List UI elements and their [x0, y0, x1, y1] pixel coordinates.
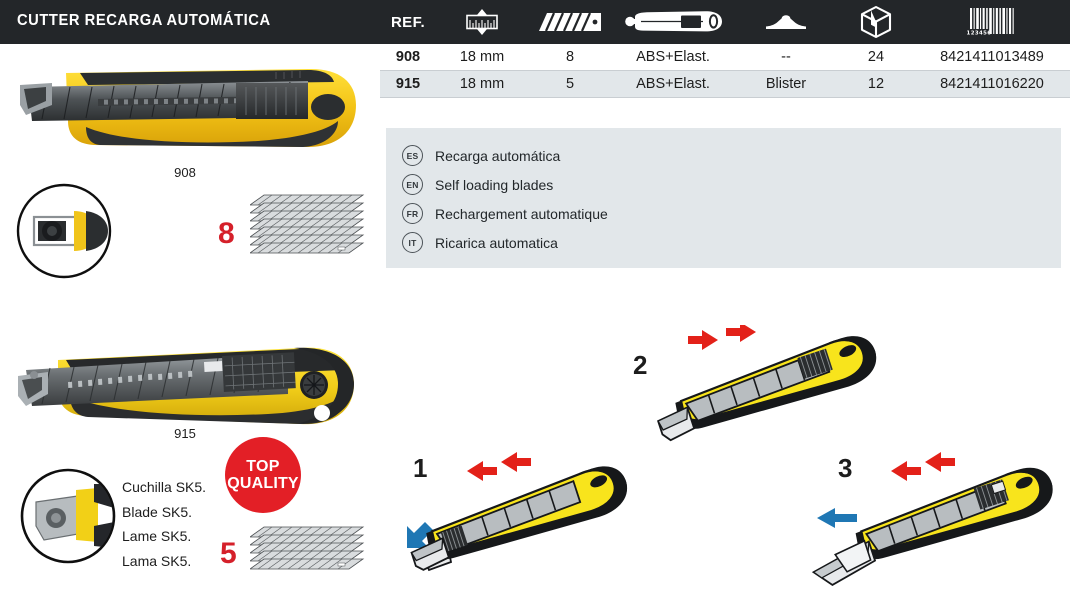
- lang-badge-fr: FR: [402, 203, 423, 224]
- blister-pack-icon: [734, 0, 838, 44]
- ref-header-label-wrap: REF.: [380, 0, 436, 44]
- step-diagram-1: [407, 452, 628, 572]
- step-number-2: 2: [633, 350, 648, 380]
- lang-badge-en: EN: [402, 174, 423, 195]
- cell-barcode: 8421411013489: [914, 44, 1070, 71]
- table-header-row: REF.: [380, 0, 1070, 44]
- column-header-ref: REF.: [380, 0, 436, 44]
- cell-blades: 8: [528, 44, 612, 71]
- barcode-icon: 123456: [914, 0, 1070, 44]
- page-title: CUTTER RECARGA AUTOMÁTICA: [17, 12, 271, 29]
- cell-material: ABS+Elast.: [612, 44, 734, 71]
- top-quality-badge: TOP QUALITY: [225, 437, 301, 513]
- cell-ref: 915: [380, 70, 436, 98]
- blade-stack-915: [250, 526, 365, 570]
- description-text-it: Ricarica automatica: [435, 234, 558, 251]
- blade-segments-icon: [528, 0, 612, 44]
- column-header-size: [436, 0, 528, 44]
- column-label-ref: REF.: [390, 13, 426, 31]
- column-header-material: [612, 0, 734, 44]
- blade-material-line-it: Lama SK5.: [122, 552, 192, 569]
- detail-inset-908: [16, 183, 112, 279]
- ref-caption-915: 915: [174, 426, 196, 441]
- red-arrow-right-2: [688, 325, 756, 350]
- cell-packaging: --: [734, 44, 838, 71]
- spec-table-container: REF.: [380, 0, 1070, 98]
- top-quality-line2: QUALITY: [227, 475, 299, 492]
- red-arrow-left-1: [467, 452, 531, 481]
- blade-material-line-fr: Lame SK5.: [122, 528, 192, 544]
- description-text-en: Self loading blades: [435, 176, 554, 193]
- top-quality-line1: TOP: [246, 457, 280, 475]
- step-diagram-2: [657, 325, 877, 442]
- detail-inset-915: [20, 468, 116, 564]
- blade-material-line-es: Cuchilla SK5.: [122, 479, 207, 495]
- cell-material: ABS+Elast.: [612, 70, 734, 98]
- blue-arrow-left-3: [817, 508, 857, 528]
- blade-count-908: 8: [218, 217, 235, 250]
- carton-box-icon: [838, 0, 914, 44]
- cell-packaging: Blister: [734, 70, 838, 98]
- blade-material-list: Cuchilla SK5. Blade SK5. Lame SK5. Lama …: [122, 475, 206, 573]
- blade-material-line-en: Blade SK5.: [122, 503, 193, 520]
- blue-arrow-downleft-1: [407, 522, 433, 548]
- step-number-3: 3: [838, 453, 853, 483]
- table-row: 915 18 mm 5 ABS+Elast. Blister 12 842141…: [380, 70, 1070, 98]
- cell-quantity: 12: [838, 70, 914, 98]
- cell-size: 18 mm: [436, 44, 528, 71]
- step-diagram-3: [811, 452, 1053, 587]
- red-arrow-left-3: [891, 452, 955, 481]
- cell-ref: 908: [380, 44, 436, 71]
- svg-text:123456: 123456: [967, 30, 991, 36]
- blade-stack-908: [250, 194, 365, 254]
- step-number-1: 1: [413, 453, 428, 483]
- description-panel: ES Recarga automática EN Self loading bl…: [386, 128, 1061, 268]
- cell-barcode: 8421411016220: [914, 70, 1070, 98]
- description-text-fr: Rechargement automatique: [435, 205, 608, 222]
- blade-count-915: 5: [220, 537, 237, 570]
- product-photo-915: [18, 347, 354, 425]
- description-row-es: ES Recarga automática: [402, 145, 560, 166]
- cell-blades: 5: [528, 70, 612, 98]
- description-row-fr: FR Rechargement automatique: [402, 203, 608, 224]
- product-photo-908: [20, 68, 356, 147]
- cutter-knife-icon: [612, 0, 734, 44]
- lang-badge-es: ES: [402, 145, 423, 166]
- cell-size: 18 mm: [436, 70, 528, 98]
- table-row: 908 18 mm 8 ABS+Elast. -- 24 84214110134…: [380, 44, 1070, 71]
- spec-table: REF.: [380, 0, 1070, 98]
- ruler-width-icon: [436, 0, 528, 44]
- description-row-en: EN Self loading blades: [402, 174, 553, 195]
- ref-caption-908: 908: [174, 165, 196, 180]
- column-header-blades: [528, 0, 612, 44]
- lang-badge-it: IT: [402, 232, 423, 253]
- column-header-barcode: 123456: [914, 0, 1070, 44]
- description-row-it: IT Ricarica automatica: [402, 232, 558, 253]
- column-header-packaging: [734, 0, 838, 44]
- cell-quantity: 24: [838, 44, 914, 71]
- description-text-es: Recarga automática: [435, 147, 561, 164]
- column-header-quantity: [838, 0, 914, 44]
